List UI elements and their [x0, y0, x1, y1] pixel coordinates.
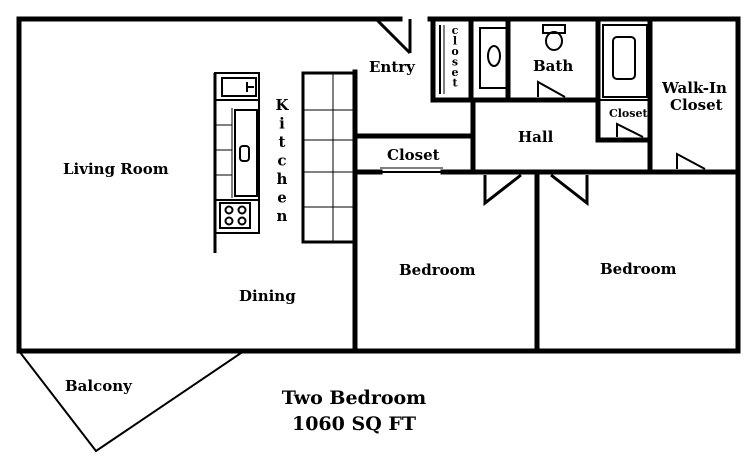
- entry-closet-label-letter: e: [452, 66, 459, 79]
- entry-closet-label-letter: s: [452, 56, 458, 69]
- hall-closet-label: Closet: [387, 146, 440, 164]
- entry-door: [374, 17, 412, 55]
- balcony-outline: [16, 350, 248, 453]
- toilet-icon: [542, 24, 566, 51]
- bedroom-2-label: Bedroom: [600, 260, 677, 278]
- dining-label: Dining: [239, 287, 296, 305]
- refrigerator-icon: [221, 77, 257, 97]
- kitchen-label-letter: c: [277, 152, 286, 170]
- sink-icon: [479, 27, 508, 89]
- kitchen-left-counter: [213, 72, 260, 253]
- walk-in-closet-label-line1: Walk-In: [661, 79, 727, 97]
- kitchen-label-letter: n: [277, 207, 288, 225]
- kitchen-label-letter: e: [277, 189, 287, 207]
- balcony-label: Balcony: [65, 377, 133, 395]
- living-room-label: Living Room: [63, 160, 169, 178]
- entry-label: Entry: [369, 58, 416, 76]
- walk-in-closet-door: [676, 152, 706, 170]
- entry-closet-label-letter: o: [451, 45, 458, 58]
- bath-door: [537, 80, 566, 98]
- kitchen-label-letter: t: [279, 133, 286, 151]
- kitchen-label-letter: h: [277, 170, 288, 188]
- walk-in-closet-label-line2: Closet: [670, 96, 723, 114]
- entry-closet-door: [439, 25, 445, 94]
- entry-closet-label-letter: t: [452, 77, 458, 90]
- small-closet-box: [597, 99, 651, 141]
- kitchen-label-letter: K: [275, 96, 289, 114]
- stove-icon: [219, 202, 251, 229]
- kitchen-sink-icon: [234, 109, 258, 197]
- plan-area: 1060 SQ FT: [292, 413, 416, 435]
- hall-label: Hall: [518, 128, 554, 146]
- entry-closet-label-letter: c: [452, 24, 459, 37]
- plan-title: Two Bedroom: [282, 387, 427, 409]
- bathtub-icon: [602, 24, 648, 98]
- small-closet-label: Closet: [609, 107, 648, 120]
- hall-closet-door: [380, 167, 443, 173]
- bedroom-2-door: [550, 173, 589, 207]
- kitchen-label-letter: i: [279, 115, 285, 133]
- entry-closet-label-letter: l: [453, 35, 457, 48]
- kitchen-right-counter: [301, 71, 357, 244]
- bath-label: Bath: [533, 57, 573, 75]
- small-closet-door: [616, 122, 644, 138]
- bedroom-1-door: [483, 173, 522, 207]
- bedroom-1-label: Bedroom: [399, 261, 476, 279]
